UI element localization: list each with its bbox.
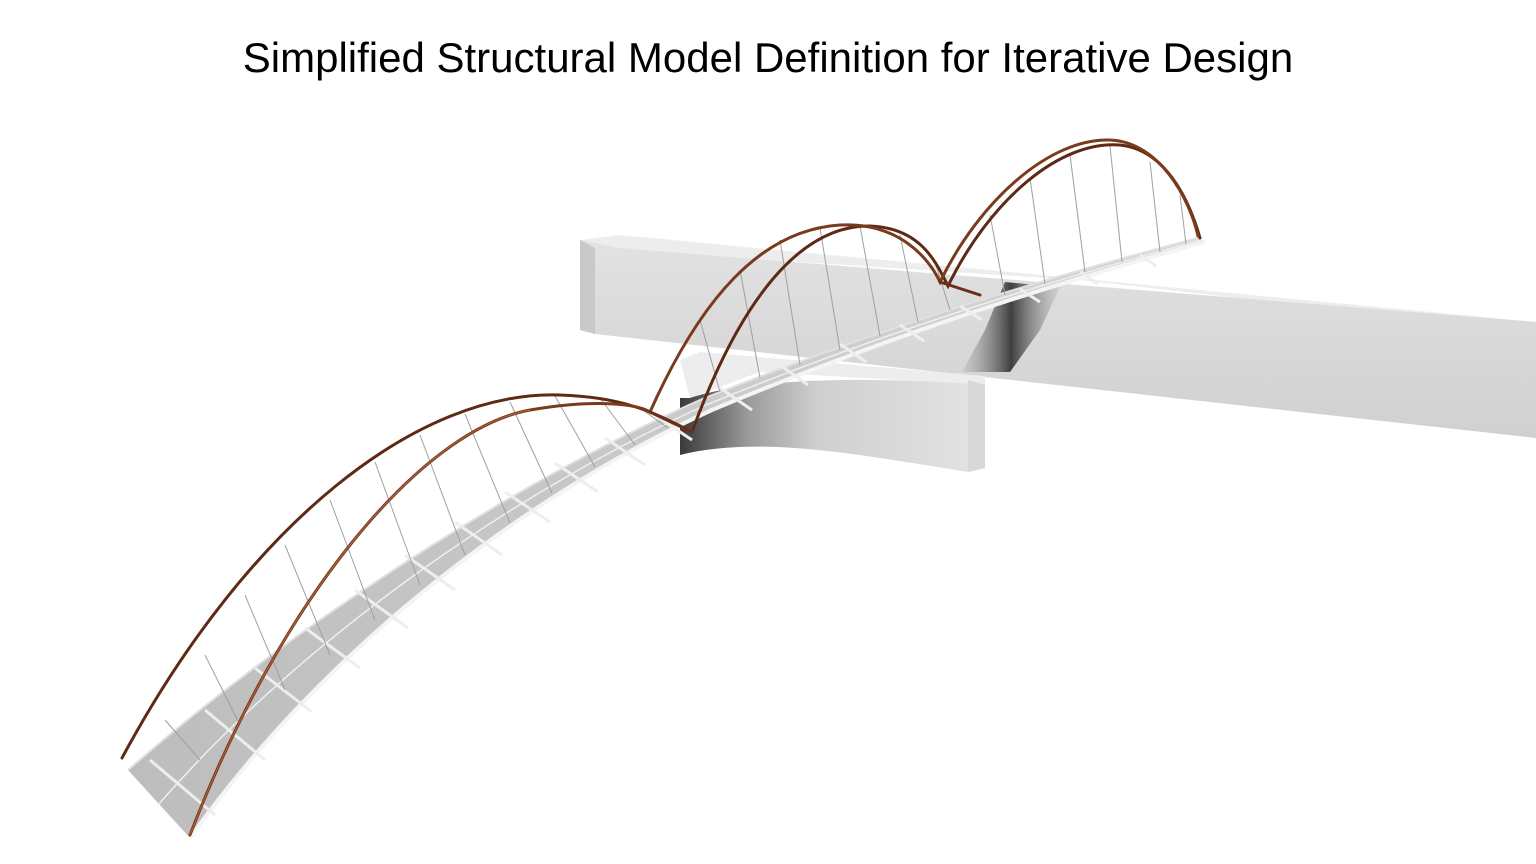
lower-abutment-right-face: [968, 380, 985, 472]
upper-abutment-side: [580, 240, 595, 334]
hangers: [164, 145, 1187, 761]
upper-abutment-front: [580, 240, 1536, 438]
lower-abutment: [680, 352, 985, 472]
arch-near-highlight: [189, 409, 531, 836]
slide-title: Simplified Structural Model Definition f…: [242, 34, 1294, 81]
bridge-deck: [127, 237, 1206, 840]
upper-abutment-shadow: [962, 282, 1060, 372]
deck-edge-near: [188, 240, 1206, 840]
deck-centerline: [157, 239, 1202, 806]
deck-edge-far: [127, 237, 1199, 771]
lower-abutment-top: [680, 352, 985, 398]
arch-far: [120, 143, 1202, 760]
arches: [120, 138, 1202, 837]
deck-cross-beams: [149, 253, 1157, 817]
arch-base-strut-2: [938, 280, 982, 297]
lower-abutment-front: [680, 379, 985, 472]
upper-abutment: [580, 235, 1536, 438]
arch-base-strut-1: [648, 410, 694, 434]
upper-abutment-top: [580, 235, 1536, 332]
